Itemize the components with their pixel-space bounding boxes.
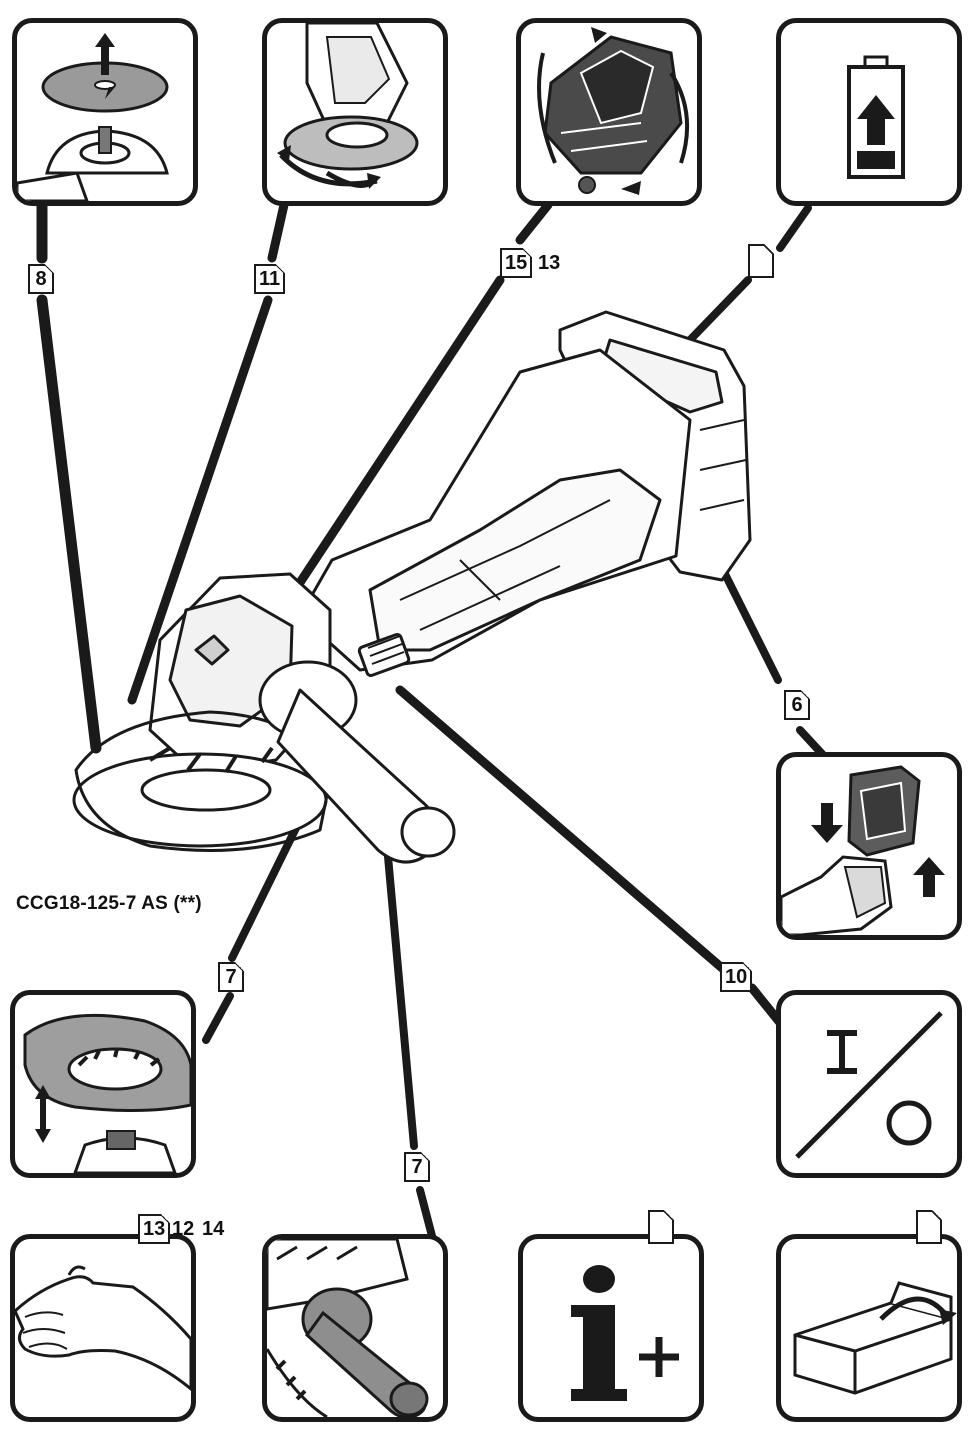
leader-guard-attach — [202, 824, 300, 1044]
leader-guard-rotate — [127, 200, 289, 705]
document-icon — [748, 244, 774, 278]
storage-box-icon — [793, 1281, 957, 1395]
ref-guard-attach: 7 — [218, 962, 244, 992]
panel-guard-rotate — [262, 18, 448, 206]
ref-protective-gear-c: 14 — [202, 1218, 225, 1240]
disc-mount-icon — [17, 33, 169, 201]
panel-protective-gear — [10, 1234, 196, 1422]
guard-attach-icon — [23, 1013, 191, 1173]
angle-grinder-illustration — [72, 310, 752, 864]
panel-switch — [776, 990, 962, 1178]
panel-battery-insert — [776, 752, 962, 940]
information-icon — [571, 1265, 679, 1401]
leader-side-handle — [380, 808, 436, 1240]
document-icon — [648, 1210, 674, 1244]
side-handle-icon — [267, 1239, 429, 1417]
panel-guard-attach — [10, 990, 196, 1178]
ref-side-handle: 7 — [404, 1152, 430, 1182]
ref-guard-rotate: 11 — [254, 264, 286, 294]
battery-insert-icon — [781, 765, 945, 935]
panel-head-rotate — [516, 18, 702, 206]
gear-head-rotate-icon — [537, 27, 690, 195]
guard-rotate-icon — [277, 23, 419, 189]
ref-battery-insert: 6 — [784, 690, 810, 720]
panel-storage — [776, 1234, 962, 1422]
model-label: CCG18-125-7 AS (**) — [16, 893, 202, 914]
panel-side-handle — [262, 1234, 448, 1422]
ref-head-rotate-secondary: 13 — [538, 252, 561, 274]
ref-switch: 10 — [720, 962, 753, 992]
ref-protective-gear-a: 13 — [138, 1214, 171, 1244]
panel-battery-charge — [776, 18, 962, 206]
panel-disc-mount — [12, 18, 198, 206]
document-icon — [916, 1210, 942, 1244]
leader-battery-insert — [708, 544, 828, 760]
ref-disc-mount: 8 — [28, 264, 54, 294]
battery-charge-icon — [847, 55, 905, 179]
panel-information — [518, 1234, 704, 1422]
leader-battery-charge — [686, 204, 812, 344]
leader-disc-mount — [36, 199, 102, 754]
leader-head-rotate — [257, 200, 553, 645]
hand-protection-icon — [15, 1265, 191, 1391]
ref-protective-gear-b: 12 — [172, 1218, 195, 1240]
on-off-switch-icon — [795, 1011, 943, 1159]
ref-head-rotate-primary: 15 — [500, 248, 533, 278]
switch-slider — [357, 633, 411, 677]
